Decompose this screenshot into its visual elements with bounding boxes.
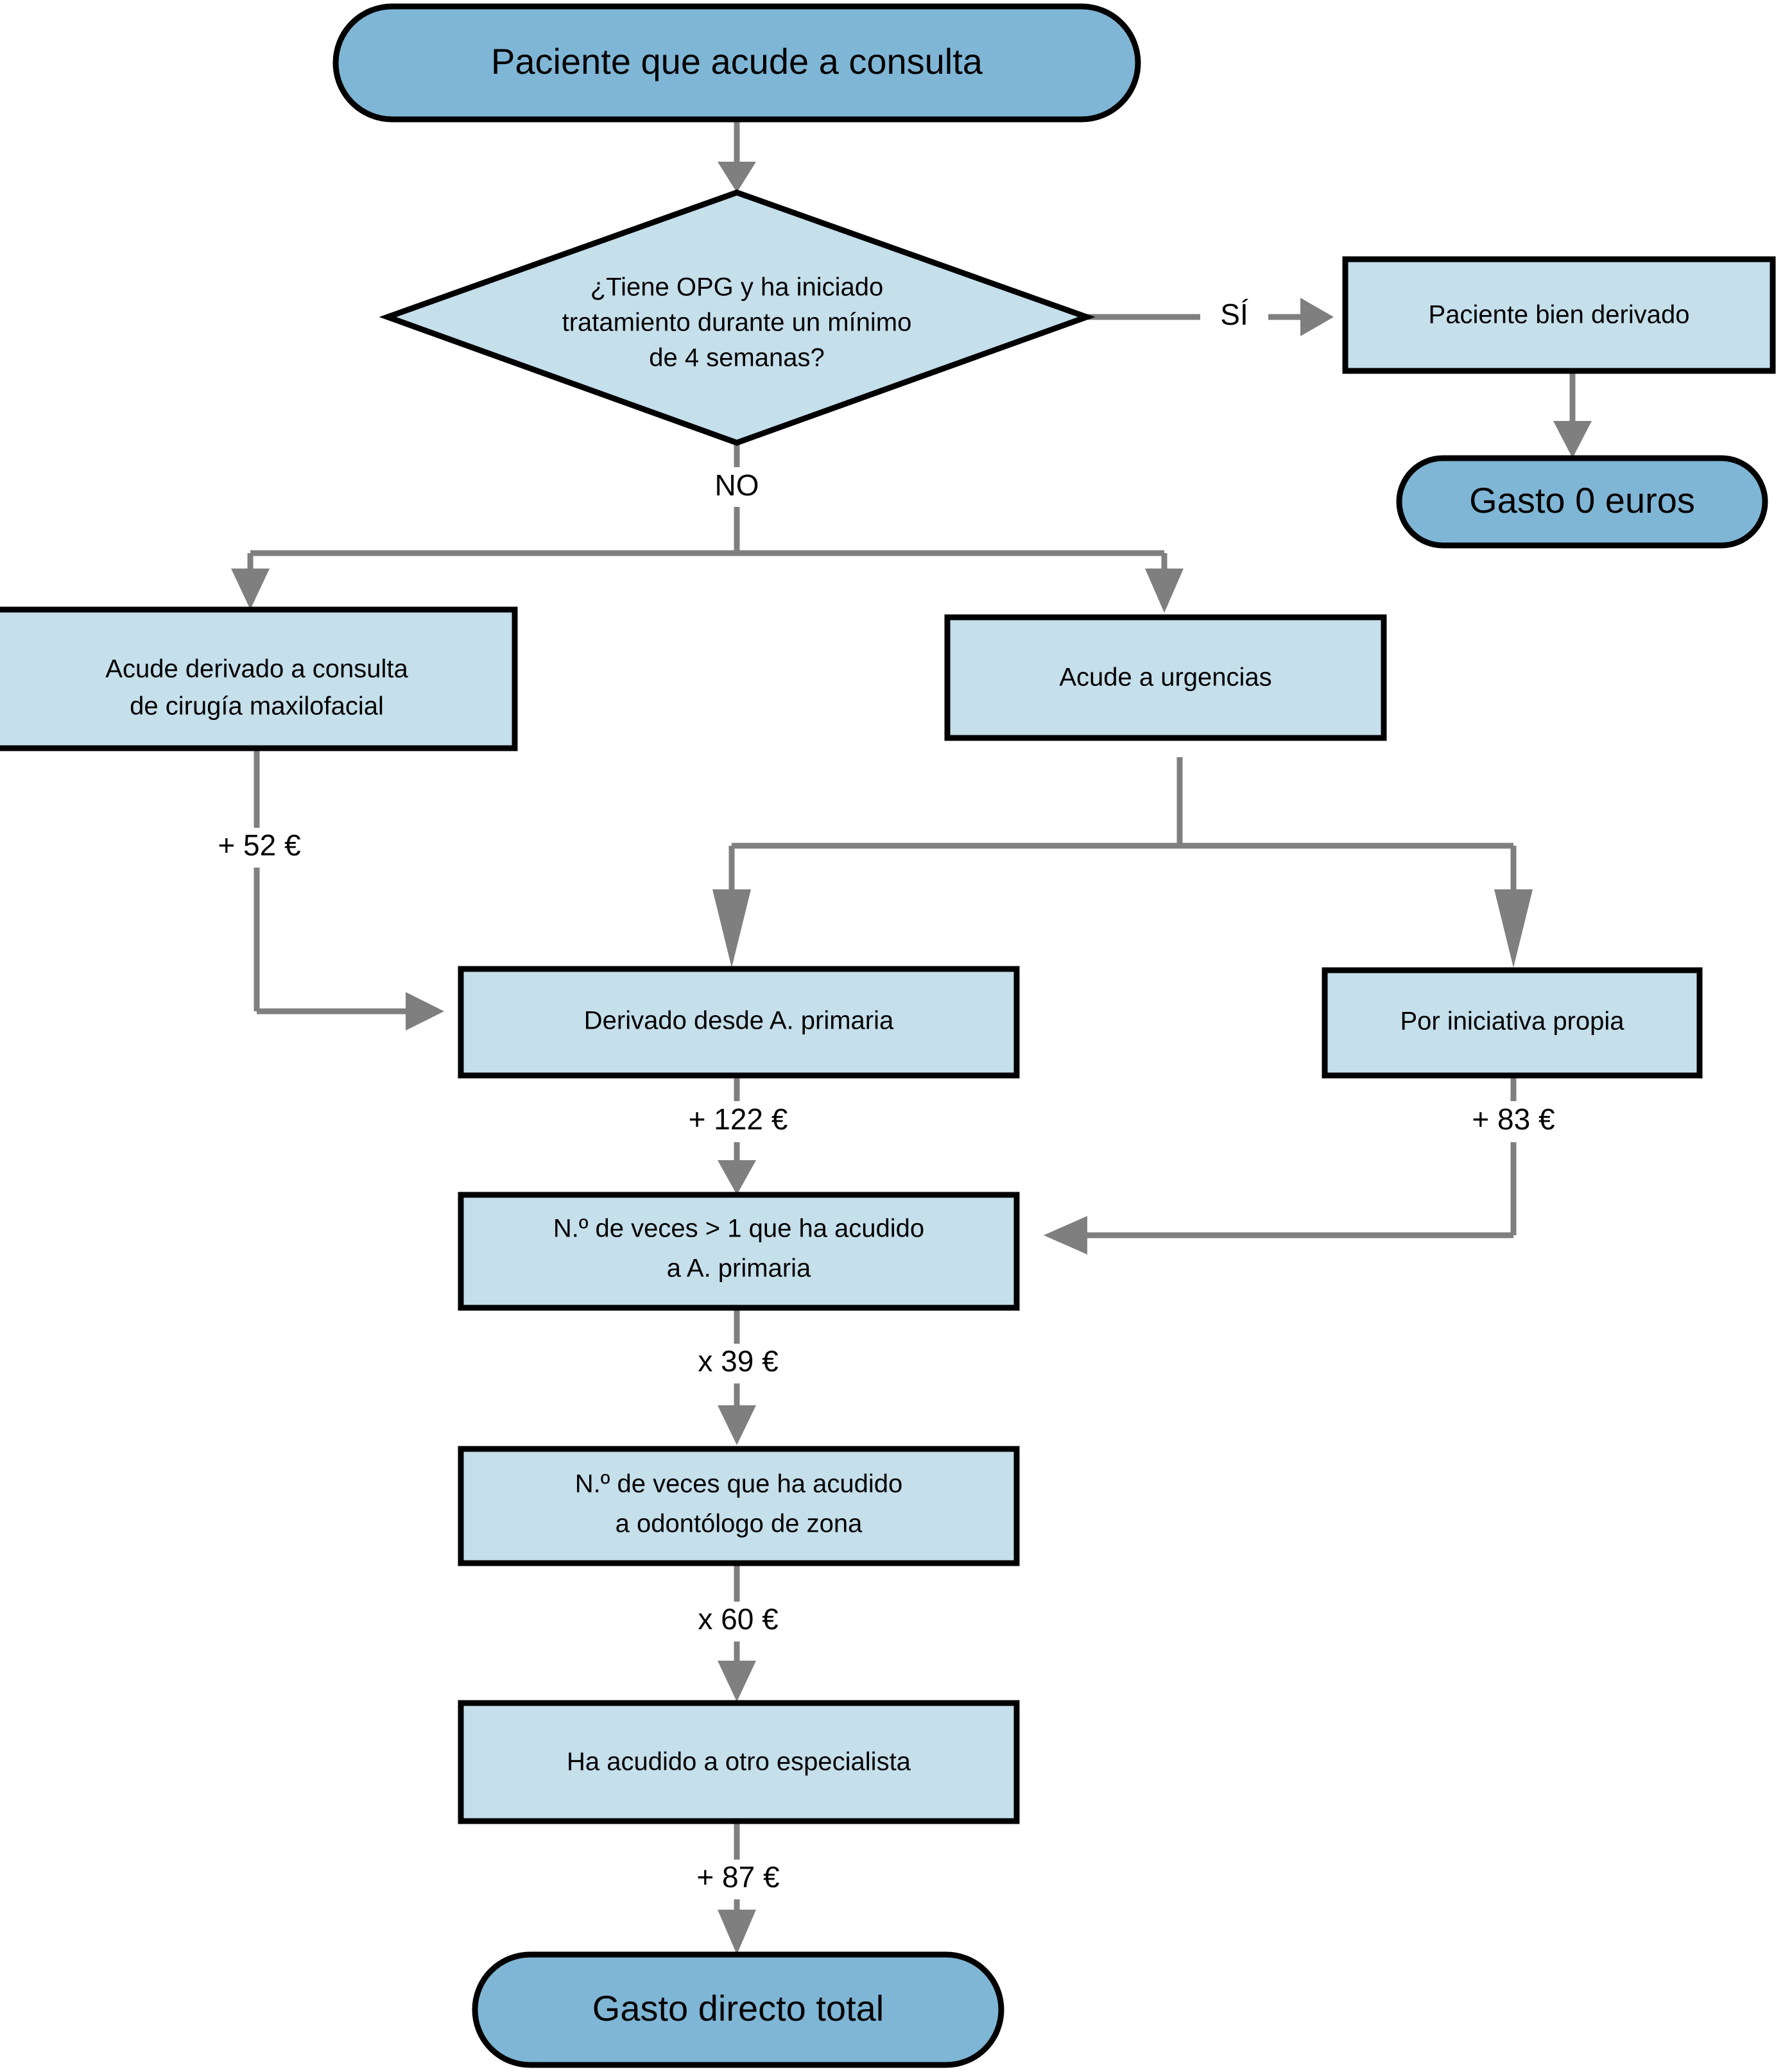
edge-label-otro-especialista-cost-text: + 87 € [696,1860,779,1894]
edge-label-no-text: NO [715,468,759,502]
node-urgencias-label: Acude a urgencias [1059,664,1271,692]
node-veces-odontologo[interactable]: N.º de veces que ha acudido a odontólogo… [458,1446,1020,1566]
edge-iniciativa-propia-to-veces-primaria [1044,1075,1517,1254]
edge-veces-primaria-to-veces-odontologo [718,1308,756,1445]
node-gasto-cero-label: Gasto 0 euros [1469,480,1695,520]
node-otro-especialista-label: Ha acudido a otro especialista [567,1748,911,1776]
edge-decision-to-bien-derivado [1087,298,1334,336]
edge-label-veces-odontologo-cost-text: x 60 € [698,1602,778,1636]
edge-bien-derivado-to-gasto-cero [1553,371,1592,458]
node-iniciativa-propia-label: Por iniciativa propia [1400,1007,1624,1036]
node-gasto-total-label: Gasto directo total [592,1988,884,2028]
node-veces-odontologo-line1: N.º de veces que ha acudido [575,1470,903,1498]
node-decision-line3: de 4 semanas? [649,344,825,372]
node-veces-primaria-line1: N.º de veces > 1 que ha acudido [553,1215,924,1243]
edge-otro-especialista-to-gasto-total [718,1821,756,1955]
edge-label-iniciativa-propia-cost-text: + 83 € [1472,1102,1555,1136]
edge-veces-odontologo-to-otro-especialista [718,1563,756,1702]
edge-decision-no-split [231,443,1184,613]
edge-label-si-text: SÍ [1220,298,1248,331]
edge-label-maxilofacial-cost: + 52 € [193,828,321,868]
edge-label-si: SÍ [1200,296,1268,338]
node-decision-line1: ¿Tiene OPG y ha iniciado [590,273,884,302]
edge-label-iniciativa-propia-cost: + 83 € [1444,1101,1583,1142]
node-urgencias[interactable]: Acude a urgencias [944,614,1387,741]
edge-start-to-decision [718,119,756,193]
node-derivado-primaria-label: Derivado desde A. primaria [584,1007,894,1035]
node-maxilofacial-line2: de cirugía maxilofacial [130,692,384,721]
node-iniciativa-propia[interactable]: Por iniciativa propia [1322,967,1703,1079]
edge-derivado-primaria-to-veces-primaria [718,1075,756,1195]
node-start[interactable]: Paciente que acude a consulta [332,3,1141,123]
node-decision[interactable]: ¿Tiene OPG y ha iniciado tratamiento dur… [379,189,1096,446]
node-decision-line2: tratamiento durante un mínimo [562,309,912,337]
edge-urgencias-split [712,757,1533,968]
edge-label-derivado-primaria-cost: + 122 € [661,1101,815,1142]
edge-maxilofacial-to-derivado-primaria [254,748,444,1031]
node-veces-odontologo-line2: a odontólogo de zona [616,1510,863,1538]
node-otro-especialista[interactable]: Ha acudido a otro especialista [458,1700,1020,1824]
node-veces-primaria-line2: a A. primaria [667,1254,811,1283]
edge-label-veces-primaria-cost: x 39 € [674,1344,802,1383]
edge-label-veces-odontologo-cost: x 60 € [674,1602,802,1641]
node-derivado-primaria[interactable]: Derivado desde A. primaria [458,966,1020,1079]
edge-label-no: NO [700,467,774,507]
node-bien-derivado-label: Paciente bien derivado [1429,301,1690,329]
node-veces-primaria[interactable]: N.º de veces > 1 que ha acudido a A. pri… [458,1192,1020,1311]
edge-label-veces-primaria-cost-text: x 39 € [698,1344,778,1378]
node-maxilofacial-line1: Acude derivado a consulta [105,655,408,683]
node-maxilofacial[interactable]: Acude derivado a consulta de cirugía max… [0,606,518,751]
edge-label-otro-especialista-cost: + 87 € [670,1860,806,1899]
node-start-label: Paciente que acude a consulta [491,41,983,81]
node-bien-derivado[interactable]: Paciente bien derivado [1342,256,1776,374]
edge-label-derivado-primaria-cost-text: + 122 € [689,1102,788,1136]
node-gasto-cero[interactable]: Gasto 0 euros [1396,455,1768,549]
node-gasto-total[interactable]: Gasto directo total [472,1951,1004,2068]
edge-label-maxilofacial-cost-text: + 52 € [218,828,300,862]
